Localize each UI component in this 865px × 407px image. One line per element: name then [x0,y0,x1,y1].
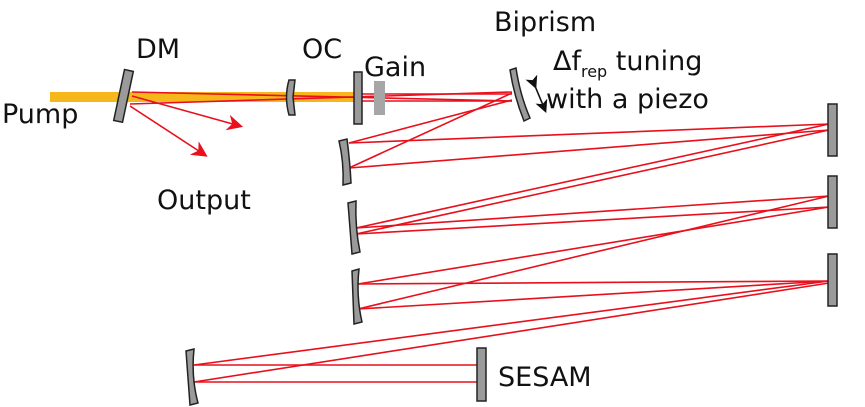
laser-beams [129,91,830,383]
pump-beam [50,92,355,102]
label-sesam: SESAM [498,362,592,393]
curved-mirror [347,200,361,255]
curved-mirror [351,267,363,325]
output-arrow [131,95,244,131]
tuning-delta: Δf [553,46,582,77]
label-biprism: Biprism [494,7,596,38]
output-arrow [129,105,208,157]
sesam-mirror [476,347,487,402]
curved-mirror [338,138,352,186]
label-tuning: Δfrep tuning [553,46,702,81]
label-dm: DM [136,34,180,65]
output-coupler-lens [285,79,296,116]
dichroic-mirror [112,68,135,124]
label-pump: Pump [2,99,78,130]
output-coupler-mirror [353,71,363,125]
curved-mirror [185,348,199,406]
label-output: Output [157,185,251,216]
flat-mirror [827,175,838,229]
label-piezo: with a piezo [546,84,709,115]
label-oc: OC [302,34,342,65]
tuning-text: tuning [607,46,702,77]
label-gain: Gain [364,52,426,83]
flat-mirror [827,253,838,307]
tuning-arrow-icon [525,74,548,113]
flat-mirror [827,103,838,157]
biprism [509,67,531,123]
tuning-subscript: rep [581,62,607,81]
gain-medium [374,81,385,115]
